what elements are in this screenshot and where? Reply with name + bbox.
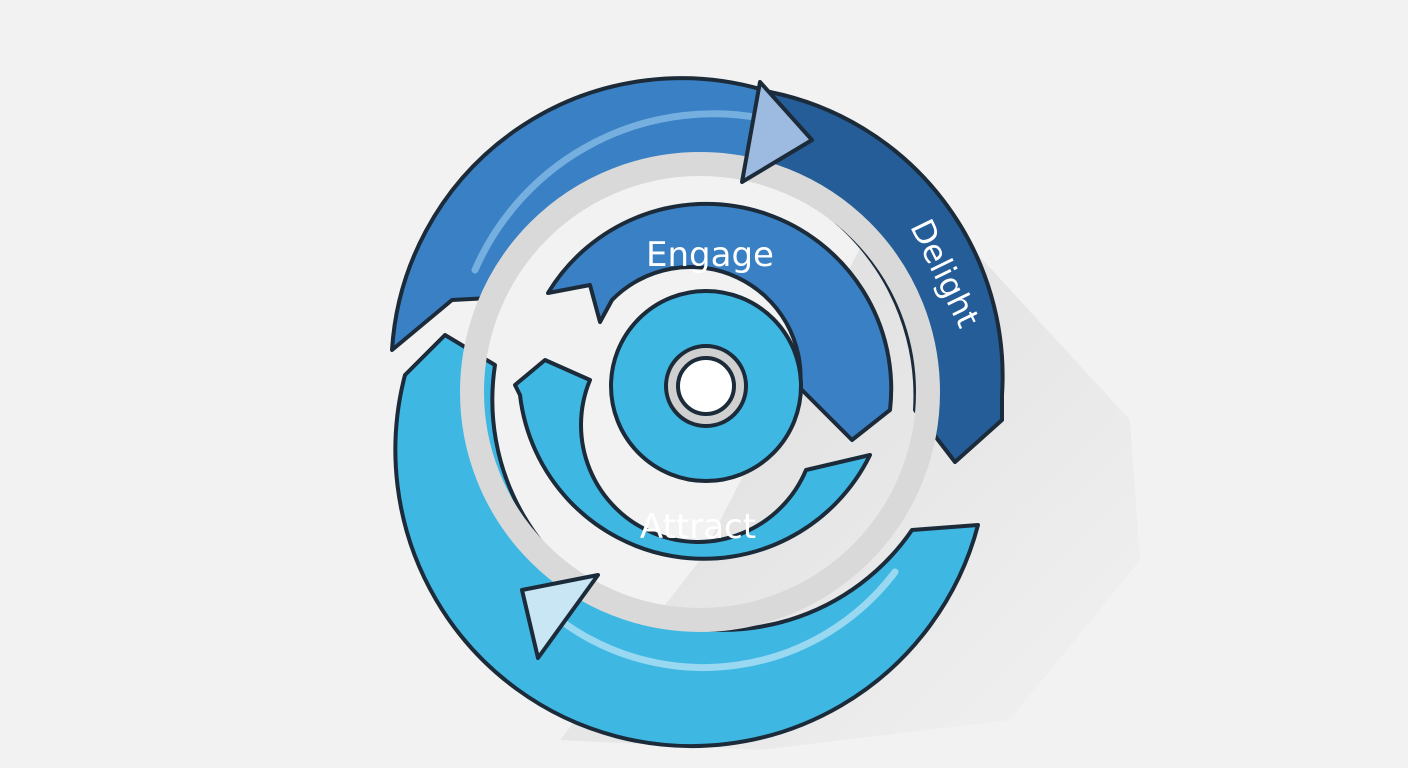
middle-ring-attract bbox=[513, 358, 872, 561]
middle-ring-engage bbox=[546, 201, 894, 442]
arrowhead-bottom-icon bbox=[520, 573, 600, 660]
highlight-upper bbox=[471, 110, 774, 274]
highlight-lower bbox=[556, 568, 899, 671]
hub-inner bbox=[676, 356, 736, 416]
gap-ring bbox=[460, 152, 940, 632]
arrowhead-top-icon bbox=[740, 80, 814, 184]
label-attract: Attract bbox=[640, 507, 756, 547]
label-engage: Engage bbox=[646, 235, 774, 275]
